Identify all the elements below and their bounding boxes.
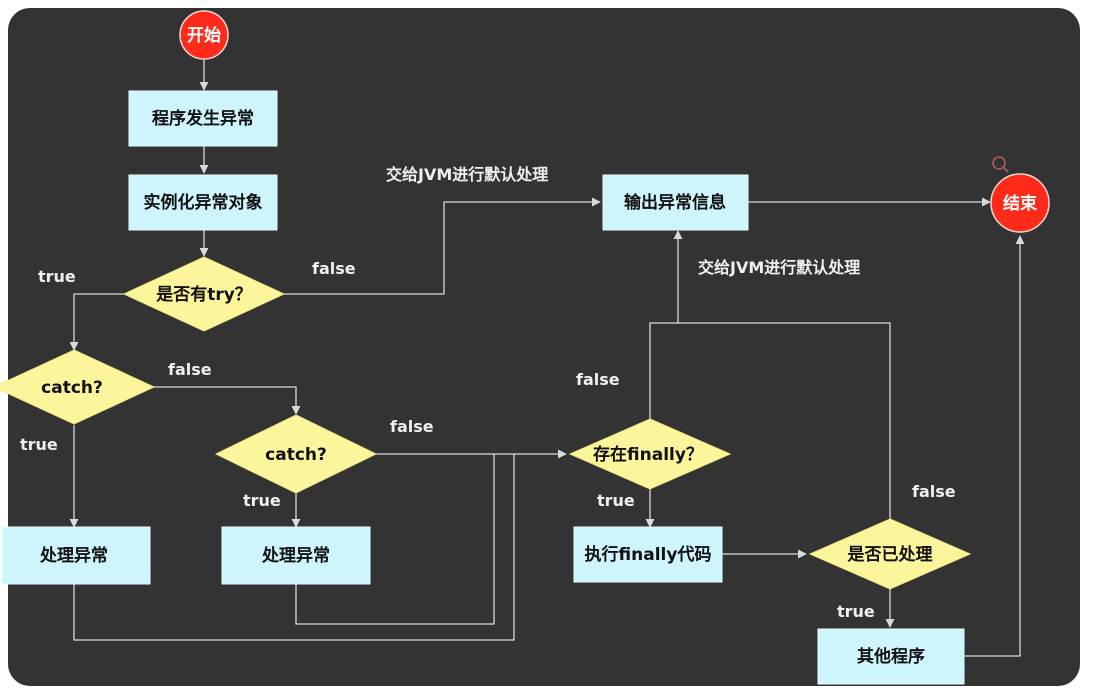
other-program-box: 其他程序	[817, 628, 965, 685]
edge-has-try-false-to-output	[284, 197, 601, 295]
has-finally-label: 存在finally？	[593, 444, 703, 465]
label-try-true: true	[38, 267, 76, 286]
label-catch2-true: true	[243, 491, 281, 510]
handle-exception-2-label: 处理异常	[261, 545, 330, 566]
label-handled-true: true	[837, 602, 875, 621]
output-exception-label: 输出异常信息	[624, 192, 726, 213]
catch1-decision: catch?	[0, 349, 156, 425]
label-catch2-false: false	[390, 417, 434, 436]
label-catch1-true: true	[20, 435, 58, 454]
end-terminal: 结束	[990, 173, 1050, 233]
label-try-false: false	[312, 259, 356, 278]
edge-has-finally-false-to-output	[649, 230, 683, 419]
edges	[69, 60, 1025, 657]
already-handled-label: 是否已处理	[848, 544, 933, 565]
handle-exception-2-box: 处理异常	[221, 526, 371, 585]
instantiate-exception-box: 实例化异常对象	[128, 174, 278, 231]
label-jvm-default-top: 交给JVM进行默认处理	[386, 165, 548, 184]
has-try-label: 是否有try？	[156, 284, 252, 305]
edge-handle2-to-merge	[295, 454, 495, 625]
end-label: 结束	[1003, 193, 1037, 214]
execute-finally-box: 执行finally代码	[573, 526, 723, 583]
handle-exception-1-label: 处理异常	[39, 545, 108, 566]
label-jvm-default-mid: 交给JVM进行默认处理	[698, 258, 860, 277]
instantiate-exception-label: 实例化异常对象	[144, 192, 263, 213]
edge-has-try-true-to-catch1	[69, 293, 124, 351]
execute-finally-label: 执行finally代码	[585, 544, 712, 565]
edge-catch1-false-to-catch2	[154, 386, 301, 415]
label-handled-false: false	[912, 482, 956, 501]
search-icon[interactable]	[992, 156, 1009, 173]
exception-occurs-box: 程序发生异常	[128, 90, 278, 147]
edge-handle1-to-merge	[73, 454, 515, 641]
catch2-label: catch?	[265, 445, 327, 465]
label-finally-false: false	[576, 370, 620, 389]
label-catch1-false: false	[168, 360, 212, 379]
exception-occurs-label: 程序发生异常	[152, 108, 254, 129]
output-exception-box: 输出异常信息	[602, 174, 749, 231]
catch2-decision: catch?	[214, 414, 378, 494]
start-terminal: 开始	[179, 10, 229, 60]
start-label: 开始	[187, 25, 221, 46]
edge-other-to-end	[964, 235, 1025, 657]
edge-handled-false-to-output	[678, 322, 891, 519]
has-finally-decision: 存在finally？	[568, 418, 732, 490]
label-finally-true: true	[597, 491, 635, 510]
already-handled-decision: 是否已处理	[808, 518, 972, 590]
other-program-label: 其他程序	[857, 646, 925, 667]
has-try-decision: 是否有try？	[122, 256, 286, 332]
catch1-label: catch?	[41, 378, 103, 398]
handle-exception-1-box: 处理异常	[1, 526, 151, 585]
